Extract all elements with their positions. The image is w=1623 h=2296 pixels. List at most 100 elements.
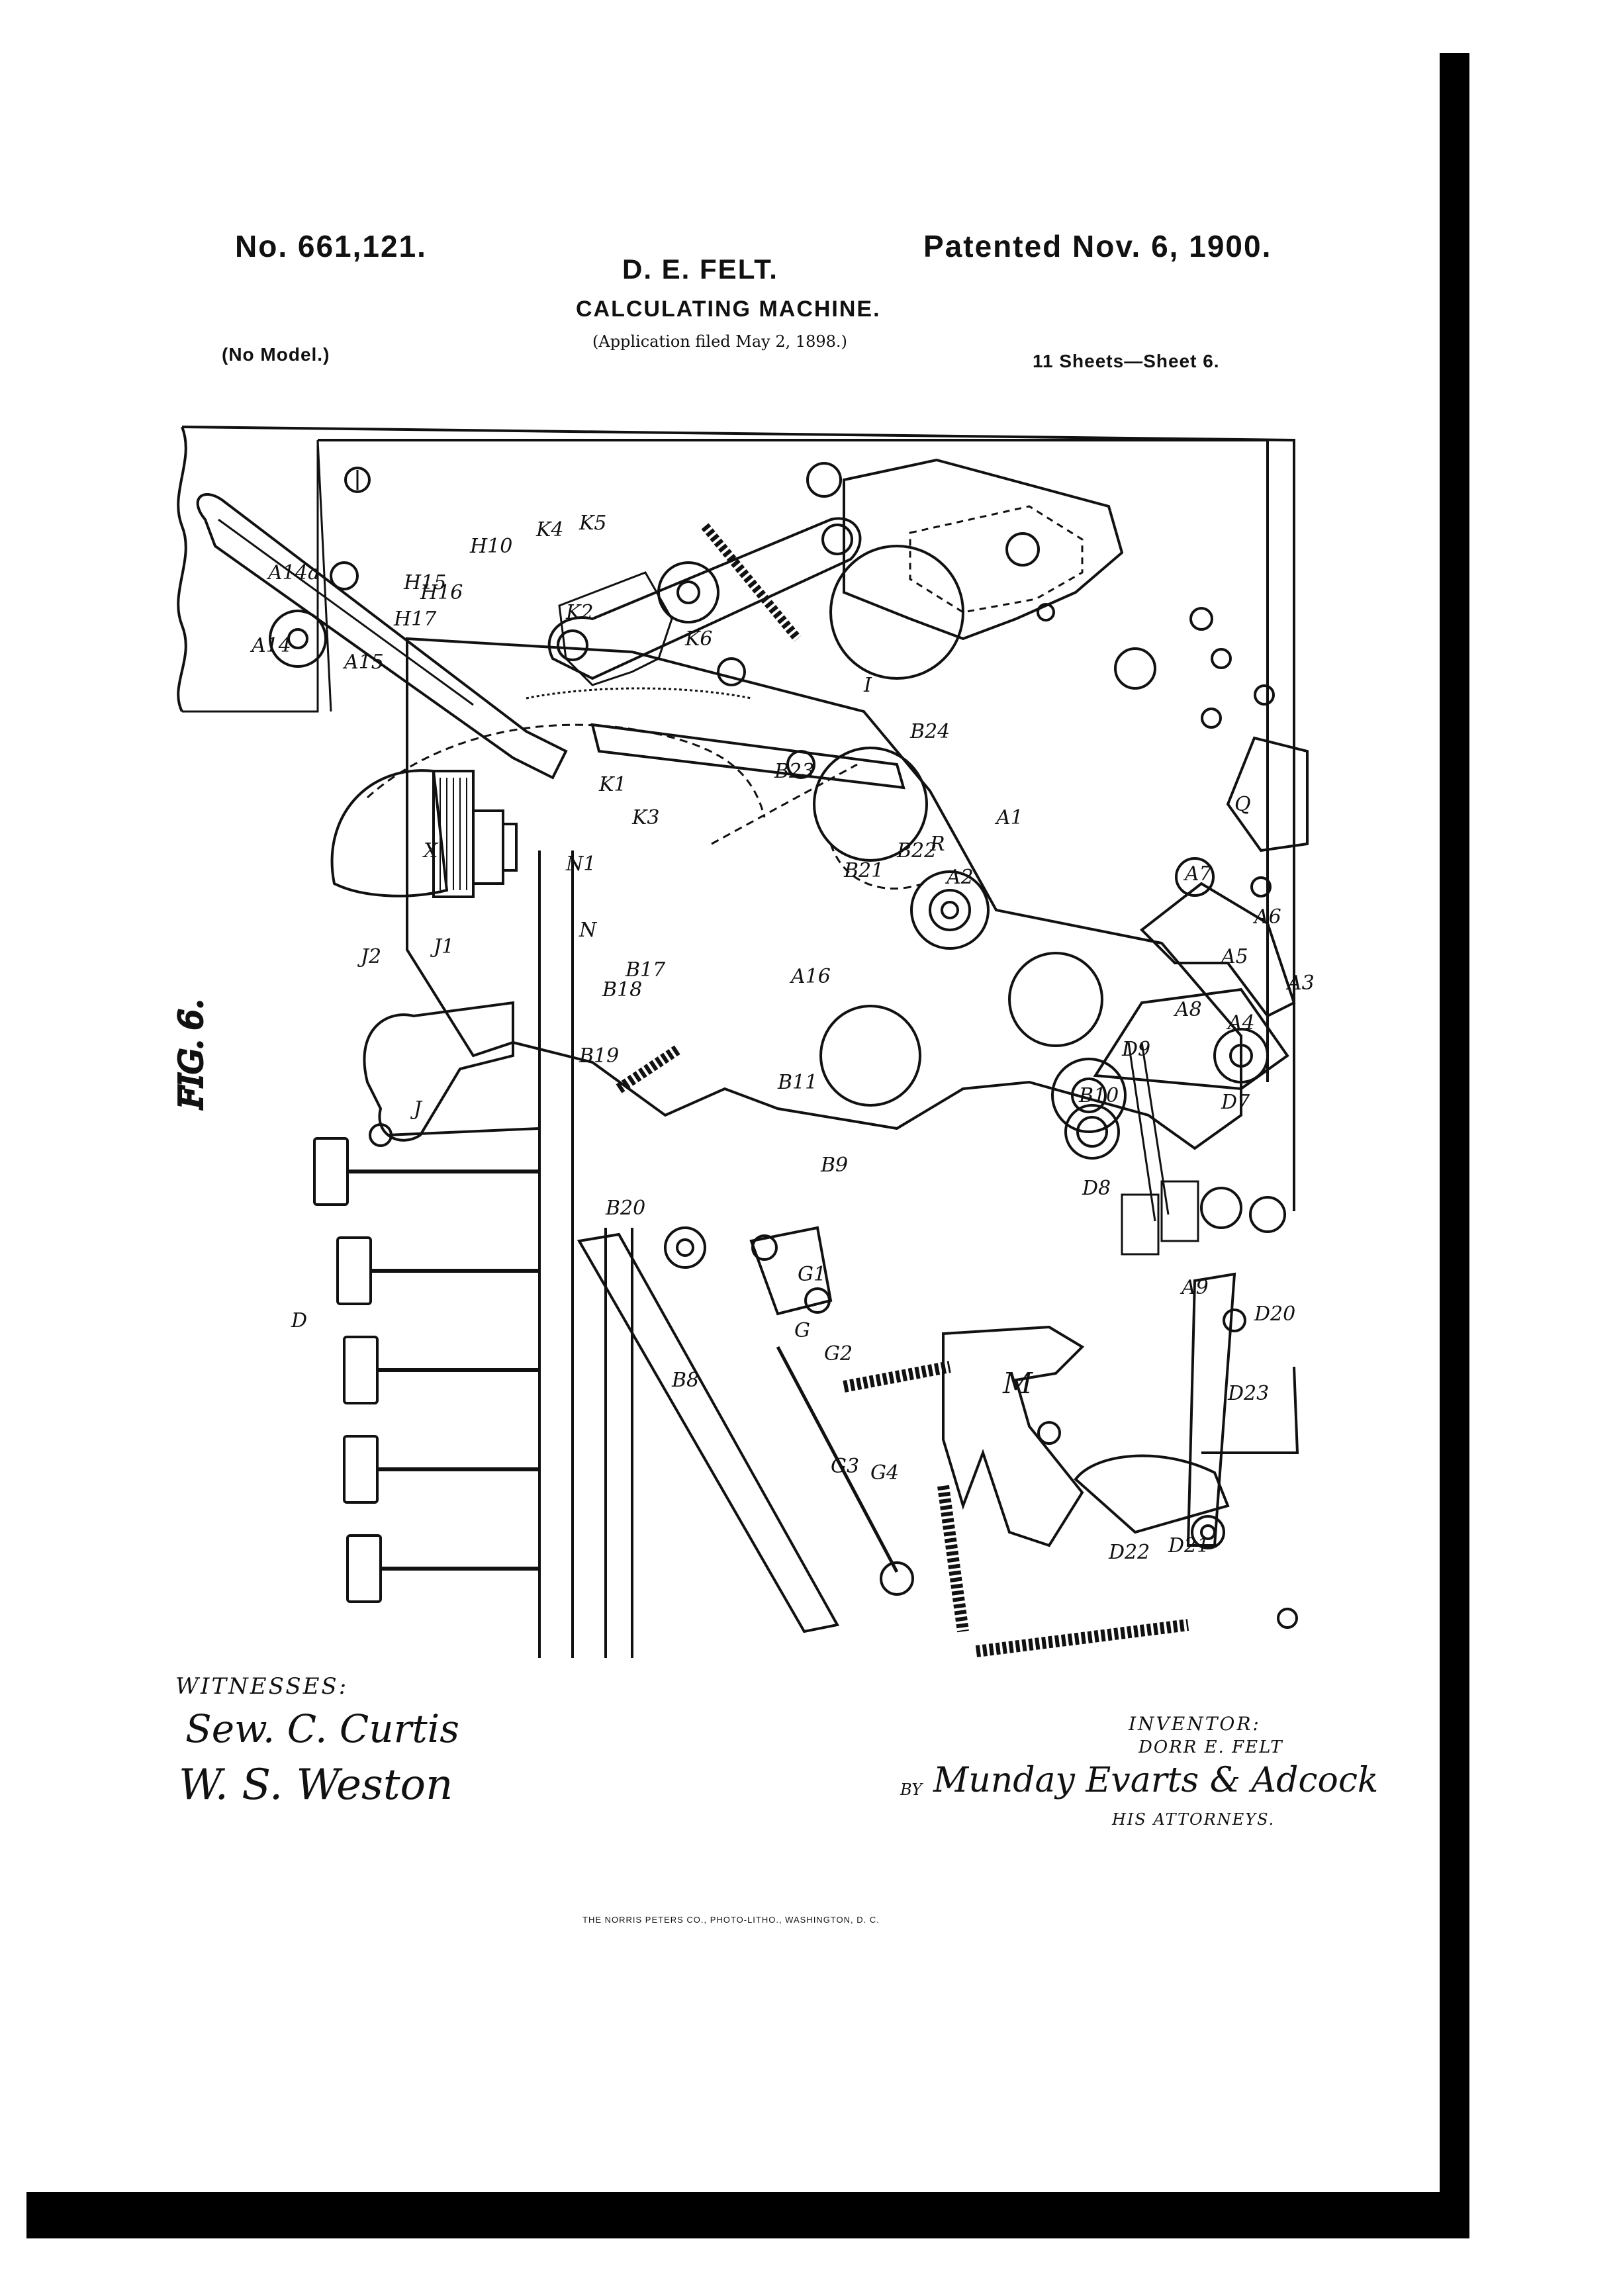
ref-label: N1 [565,852,596,876]
ref-label: G1 [798,1263,826,1286]
key-stack [313,1137,539,1603]
ref-label: K1 [598,773,627,796]
witnesses-heading: WITNESSES: [175,1673,349,1700]
ref-label: A9 [1180,1276,1209,1299]
ref-label: A8 [1173,998,1202,1021]
ref-label: Q [1234,793,1251,816]
ref-label: A15 [342,651,384,674]
inventor-heading-label: INVENTOR: [1129,1713,1261,1735]
ref-label: B23 [774,760,814,783]
ref-label: B21 [843,859,884,882]
screw-top-left [344,467,371,493]
ref-label: I [863,674,872,697]
comb-right [1160,1180,1199,1242]
ref-label: B9 [820,1154,848,1177]
attorneys-label: HIS ATTORNEYS. [1112,1810,1275,1829]
printer-credit: THE NORRIS PETERS CO., PHOTO-LITHO., WAS… [582,1915,880,1925]
spring-lower-2 [975,1619,1189,1657]
ref-label: R [929,833,945,856]
ref-label: K6 [684,627,713,651]
housing-top-right [843,458,1124,641]
opening-b11-area [819,1005,921,1107]
rod-g3 [776,1346,899,1573]
inventor-name: DORR E. FELT [1138,1737,1283,1757]
ref-label: A1 [994,806,1023,829]
lever-j1 [363,1001,514,1142]
dial-x-dome [330,769,449,897]
figure-label: FIG. 6. [173,999,210,1109]
ref-label: J [410,1097,423,1121]
application-date: (Application filed May 2, 1898.) [592,332,847,351]
ref-label: X [422,839,439,862]
attorneys-signature: Munday Evarts & Adcock [933,1761,1379,1800]
ref-label: D20 [1254,1303,1295,1326]
bar-b8 [577,1232,840,1633]
ref-label: A7 [1183,862,1213,886]
gear-k2 [558,571,673,686]
ref-label: G2 [824,1342,853,1365]
pivot-h10 [657,561,719,623]
ref-label: K3 [631,806,660,829]
inventor-heading: D. E. FELT. [622,253,778,285]
arm-d7 [1093,987,1289,1091]
pivot-a14 [269,610,327,668]
ref-label: B11 [777,1071,817,1094]
spring-k6 [701,523,802,642]
ref-label: B10 [1078,1084,1119,1107]
lever-d21 [1074,1454,1230,1534]
patent-drawing-fig6: FIG. 6. A14a A14 A15 H15 H16 H17 H10 K4 … [171,426,1315,1658]
pivot-d8 [1064,1104,1120,1160]
ref-label: J1 [430,935,454,958]
ref-label: N [579,919,598,942]
segment-q [1226,736,1309,852]
ref-label: B22 [896,839,937,862]
ref-label: B8 [671,1369,699,1392]
opening-large [813,747,928,862]
ref-label: D [291,1309,307,1332]
ref-label: K4 [535,518,564,541]
ref-label: D9 [1121,1038,1150,1061]
scan-edge-bottom [26,2192,1469,2238]
ref-label: D23 [1227,1382,1269,1405]
pivot-a4 [1213,1028,1269,1083]
ref-label: A6 [1252,905,1281,929]
ref-label: B19 [579,1044,619,1068]
ref-label: K5 [579,512,607,535]
pivot-d20 [1200,1187,1242,1229]
ref-label: K2 [565,601,594,624]
sector-circle-b10 [1051,1058,1127,1133]
lever-a15 [196,492,568,780]
ref-label: H16 [420,581,463,604]
circle-right-1 [1114,647,1156,690]
ref-label: D8 [1082,1177,1111,1200]
ref-label: D21 [1168,1534,1209,1557]
opening-upper [829,545,964,680]
ref-label: G [794,1319,810,1342]
hub-a2 [910,870,990,950]
top-left-plate [318,439,1269,1082]
ref-label: D7 [1221,1091,1250,1114]
bar-vertical-inner [604,1228,633,1658]
ref-label: J2 [357,945,381,968]
ref-label: G3 [831,1455,859,1478]
ref-label: A5 [1219,945,1248,968]
ref-label: D22 [1108,1541,1150,1564]
ref-label: B17 [625,958,666,982]
by-prefix: BY [900,1780,923,1799]
ref-label: A2 [945,866,974,889]
lever-m [942,1325,1085,1547]
arm-a6 [1139,882,1296,1018]
spring-lower-1 [937,1485,969,1633]
ref-label: H17 [393,608,437,631]
comb-left [1121,1193,1160,1256]
witness-name-1: Sew. C. Curtis [185,1706,459,1751]
ref-label: A14 [250,634,291,657]
model-note: (No Model.) [222,344,330,365]
ref-label: G4 [870,1461,899,1485]
witness-name-2: W. S. Weston [179,1761,453,1810]
ref-label: B18 [602,978,642,1001]
hidden-lines [366,723,924,890]
link-i [590,723,905,790]
housing-outline [177,426,1299,1454]
scan-edge-right [1440,53,1469,2237]
